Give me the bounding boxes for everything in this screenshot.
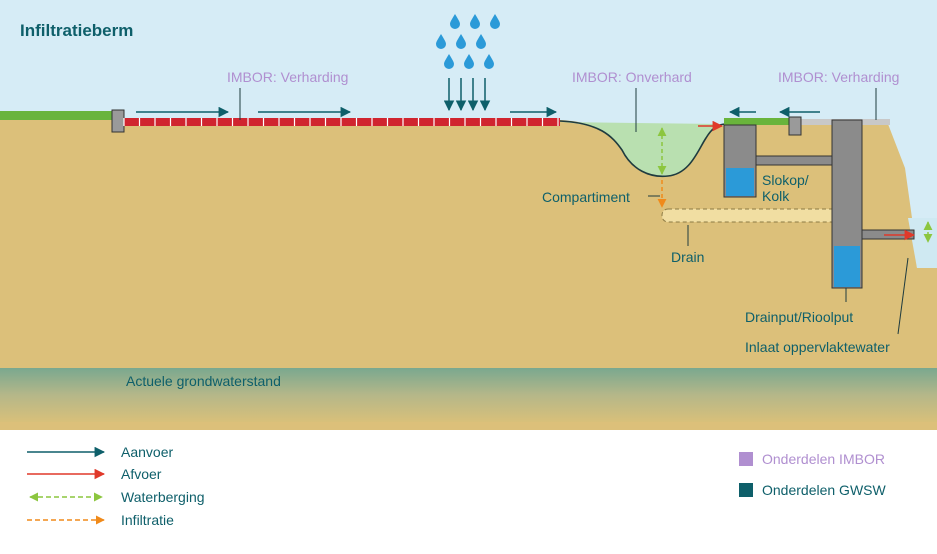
- imbor-onverhard-label: IMBOR: Onverhard: [572, 69, 692, 85]
- rain-drop: [456, 34, 466, 49]
- leader-lines: [239, 88, 909, 335]
- imbor-verharding-right-label: IMBOR: Verharding: [778, 69, 899, 85]
- legend-gwsw-swatch: [739, 483, 753, 497]
- legend-waterberging-label: Waterberging: [121, 489, 205, 505]
- compartiment-outline: [559, 120, 727, 178]
- rain-drops: [436, 14, 500, 69]
- drainput-label: Drainput/Rioolput: [745, 309, 853, 325]
- rain-drop: [490, 14, 500, 29]
- rain-drop: [476, 34, 486, 49]
- inlaat-label: Inlaat oppervlaktewater: [745, 339, 890, 355]
- rain-drop: [484, 54, 494, 69]
- legend-imbor-swatch: [739, 452, 753, 466]
- compartiment-water: [560, 122, 720, 177]
- grass-right: [724, 118, 794, 125]
- rain-arrows: [443, 78, 491, 112]
- drain-label: Drain: [671, 249, 704, 265]
- rain-drop: [464, 54, 474, 69]
- legend-infiltratie-label: Infiltratie: [121, 512, 174, 528]
- compartiment-label: Compartiment: [542, 189, 630, 205]
- slokop-pipe: [755, 155, 833, 166]
- rain-drop: [436, 34, 446, 49]
- rain-drop: [444, 54, 454, 69]
- grondwater-label: Actuele grondwaterstand: [126, 373, 281, 389]
- brick-strip: [124, 118, 560, 126]
- brick-pavement: [123, 118, 560, 126]
- rain-drop: [450, 14, 460, 29]
- legend-imbor-label: Onderdelen IMBOR: [762, 451, 885, 467]
- page-title: Infiltratieberm: [20, 21, 133, 40]
- drainput-water: [834, 246, 860, 287]
- slokop-label-line1: Slokop/: [762, 172, 809, 188]
- slokop-water: [726, 168, 754, 196]
- rain-drop: [470, 14, 480, 29]
- grass-left: [0, 111, 116, 120]
- legend-aanvoer-label: Aanvoer: [121, 444, 173, 460]
- kerb-stone: [111, 109, 125, 133]
- slokop-label-line2: Kolk: [762, 188, 790, 204]
- legend-gwsw-label: Onderdelen GWSW: [762, 482, 886, 498]
- legend-afvoer-label: Afvoer: [121, 466, 162, 482]
- soil: [0, 120, 937, 430]
- kerb-right: [788, 116, 802, 136]
- imbor-verharding-left-label: IMBOR: Verharding: [227, 69, 348, 85]
- drain-pipe: [661, 208, 839, 223]
- legend: Aanvoer Afvoer Waterberging Infiltratie …: [27, 444, 886, 528]
- groundwater-band: [0, 368, 937, 422]
